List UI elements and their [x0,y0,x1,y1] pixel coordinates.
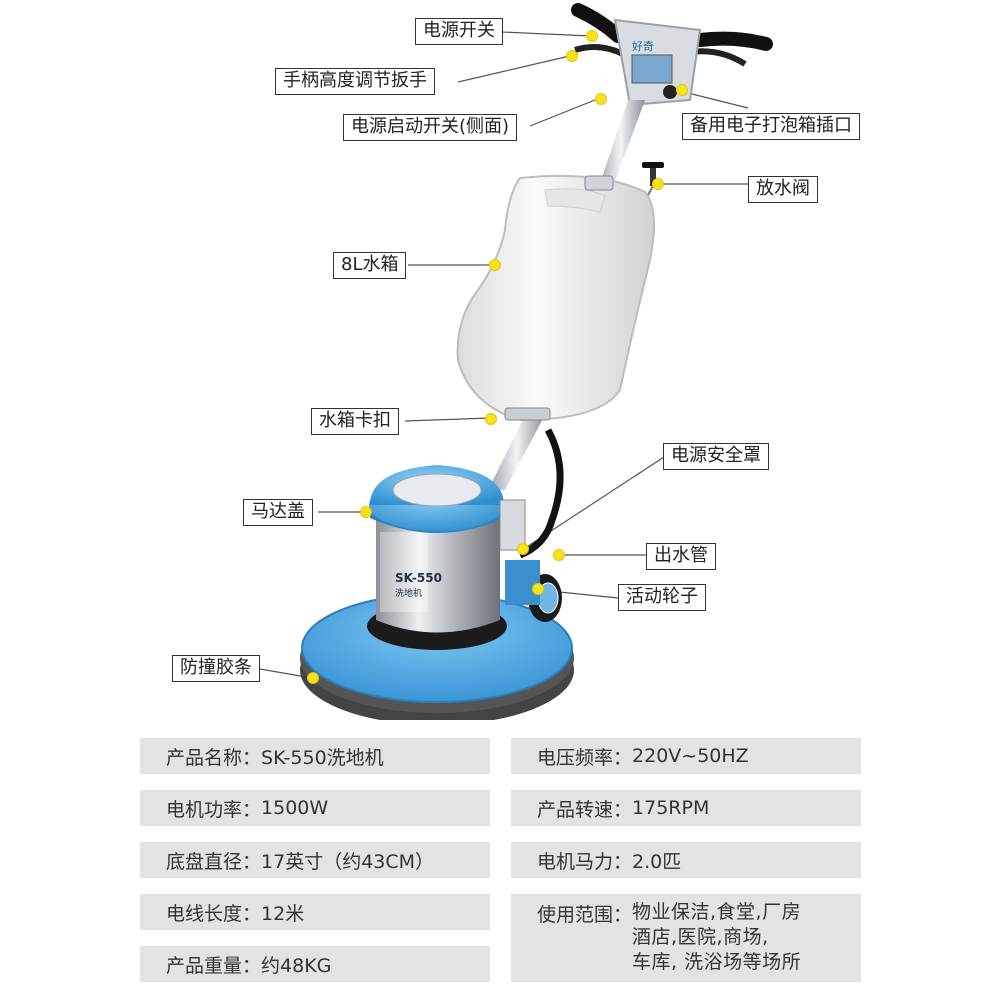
spec-value: 约48KG [261,954,332,977]
callout-water-tank: 8L水箱 [333,252,407,279]
callout-bumper-strip: 防撞胶条 [172,655,260,682]
spec-label: 电机马力： [537,850,633,873]
callout-markers [307,30,688,684]
callout-power-start-switch: 电源启动开关(侧面) [343,114,518,141]
spec-value: 220V~50HZ [632,745,749,767]
spec-motor-power: 电机功率：1500W [140,790,490,826]
spec-horsepower: 电机马力：2.0匹 [511,842,861,878]
spec-label: 电压频率： [537,746,633,769]
spec-value: SK-550洗地机 [261,746,384,769]
spec-label: 电线长度： [166,902,262,925]
spec-value: 12米 [261,902,305,925]
spec-value: 17英寸（约43CM） [261,850,435,873]
spec-label: 使用范围： [537,904,633,926]
spec-voltage: 电压频率：220V~50HZ [511,738,861,774]
callout-motor-cover: 马达盖 [243,499,313,526]
motor-part: SK-550 洗地机 [369,465,526,633]
spec-value: 175RPM [632,797,710,819]
machine-drawing: 好奇 [259,3,773,725]
callout-wheels: 活动轮子 [618,584,706,611]
handle-brand-text: 好奇 [632,39,654,53]
spec-label: 产品转速： [537,798,633,821]
handle: 好奇 [571,3,773,107]
callout-tank-clip: 水箱卡扣 [311,408,399,435]
callout-spare-socket: 备用电子打泡箱插口 [682,113,860,140]
spec-value: 物业保洁,食堂,厂房 酒店,医院,商场, 车库, 洗浴场等场所 [632,901,802,973]
spec-product-name: 产品名称：SK-550洗地机 [140,738,490,774]
callout-power-switch: 电源开关 [415,18,503,45]
spec-usage-scope: 使用范围：物业保洁,食堂,厂房 酒店,医院,商场, 车库, 洗浴场等场所 [511,894,861,982]
spec-label: 电机功率： [166,798,262,821]
spec-base-diameter: 底盘直径：17英寸（约43CM） [140,842,490,878]
model-plate-text: SK-550 [395,571,442,585]
spec-label: 产品重量： [166,954,262,977]
product-illustration: 好奇 [172,3,860,725]
callout-water-outlet: 出水管 [646,543,716,570]
callout-handle-height-wrench: 手柄高度调节扳手 [275,68,435,95]
spec-value: 2.0匹 [632,850,682,873]
callout-power-guard: 电源安全罩 [663,443,769,470]
spec-label: 产品名称： [166,746,262,769]
spec-value: 1500W [261,797,329,819]
model-plate-subtitle: 洗地机 [395,587,422,599]
spec-cable-length: 电线长度：12米 [140,894,490,930]
water-tank-part [456,174,655,422]
spec-label: 底盘直径： [166,850,262,873]
callout-drain-valve: 放水阀 [748,176,818,203]
spec-weight: 产品重量：约48KG [140,946,490,982]
spec-rotation-speed: 产品转速：175RPM [511,790,861,826]
